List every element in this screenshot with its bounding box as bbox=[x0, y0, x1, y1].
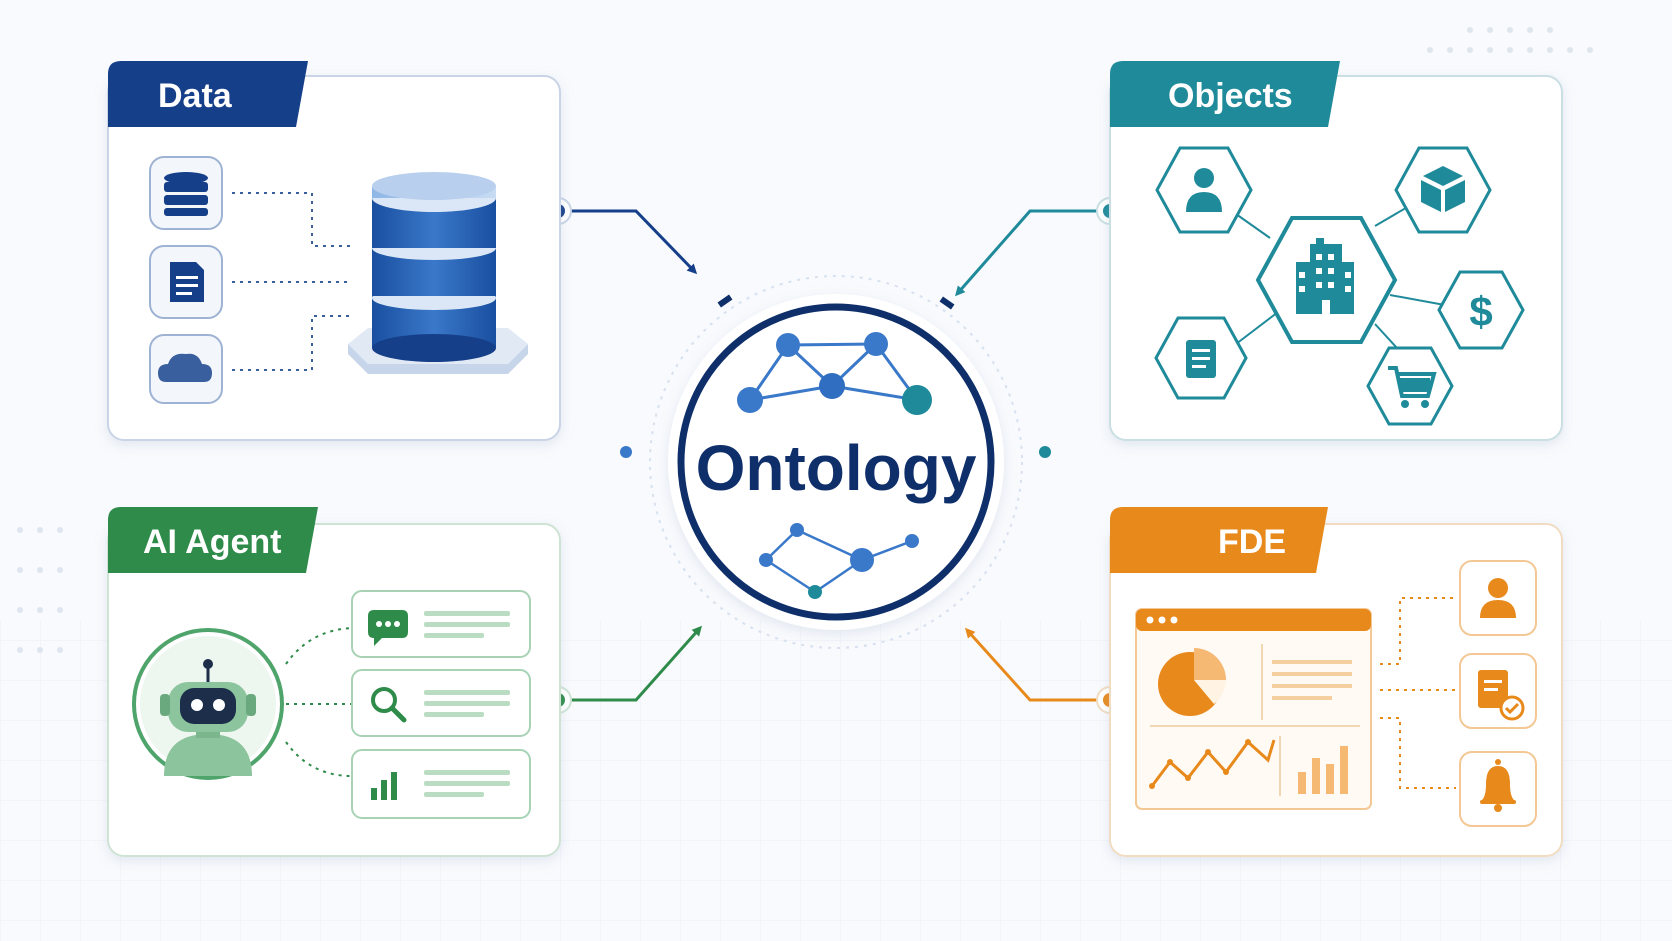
database-stack-icon bbox=[164, 172, 208, 216]
bar-chart-icon bbox=[1298, 746, 1348, 794]
person-icon bbox=[1186, 168, 1222, 212]
object-node-dollar: $ bbox=[1437, 270, 1525, 350]
box-icon bbox=[1421, 166, 1465, 212]
ai-agent-title-tab bbox=[108, 507, 318, 573]
ai-agent-panel: AI Agent bbox=[107, 507, 561, 857]
decor-dots bbox=[17, 27, 1593, 653]
fde-title-tab bbox=[1110, 507, 1328, 573]
network-graph-bottom-nodes bbox=[759, 523, 919, 599]
cart-icon bbox=[1388, 366, 1437, 408]
objects-title-tab bbox=[1110, 61, 1340, 127]
ontology-label: Ontology bbox=[696, 432, 977, 504]
objects-title: Objects bbox=[1168, 77, 1293, 115]
data-source-database bbox=[149, 156, 223, 230]
line-chart-icon bbox=[1149, 739, 1276, 789]
ontology-hub: Ontology bbox=[620, 275, 1051, 649]
bar-chart-icon bbox=[371, 772, 397, 800]
data-flow-lines bbox=[232, 192, 352, 371]
fde-dashboard bbox=[1135, 608, 1372, 810]
pie-chart-icon bbox=[1158, 648, 1226, 716]
large-database-icon bbox=[348, 172, 528, 374]
fde-panel: FDE bbox=[1109, 507, 1563, 857]
agent-flow-lines bbox=[285, 627, 353, 777]
agent-item-chart bbox=[351, 749, 531, 819]
task-check-icon bbox=[1478, 670, 1525, 721]
agent-item-search bbox=[351, 669, 531, 737]
search-icon bbox=[371, 687, 407, 723]
building-icon bbox=[1296, 238, 1354, 314]
bell-icon bbox=[1480, 759, 1516, 812]
object-hub bbox=[1255, 216, 1398, 344]
data-source-document bbox=[149, 245, 223, 319]
object-node-document bbox=[1154, 316, 1248, 400]
fde-side-person bbox=[1459, 560, 1537, 636]
data-title: Data bbox=[158, 77, 233, 115]
object-node-box bbox=[1394, 146, 1492, 234]
robot-avatar bbox=[132, 628, 284, 780]
fde-flow-lines bbox=[1380, 597, 1456, 789]
network-graph-top-nodes bbox=[737, 332, 932, 415]
object-node-person bbox=[1155, 146, 1253, 234]
fde-side-task bbox=[1459, 653, 1537, 729]
agent-item-chat bbox=[351, 590, 531, 658]
data-source-cloud bbox=[149, 334, 223, 404]
data-panel: Data bbox=[107, 61, 561, 441]
dollar-icon: $ bbox=[1469, 288, 1492, 335]
fde-title: FDE bbox=[1218, 523, 1286, 561]
dashboard-text-lines bbox=[1272, 660, 1352, 700]
data-title-tab bbox=[108, 61, 308, 127]
person-icon bbox=[1480, 578, 1516, 618]
object-node-cart bbox=[1366, 346, 1454, 426]
fde-side-bell bbox=[1459, 751, 1537, 827]
ai-agent-title: AI Agent bbox=[143, 523, 282, 561]
objects-panel: Objects bbox=[1109, 61, 1563, 441]
document-icon bbox=[1186, 340, 1216, 378]
cloud-icon bbox=[158, 353, 212, 382]
chat-icon bbox=[368, 610, 408, 646]
robot-icon bbox=[160, 659, 256, 776]
document-icon bbox=[170, 262, 204, 302]
